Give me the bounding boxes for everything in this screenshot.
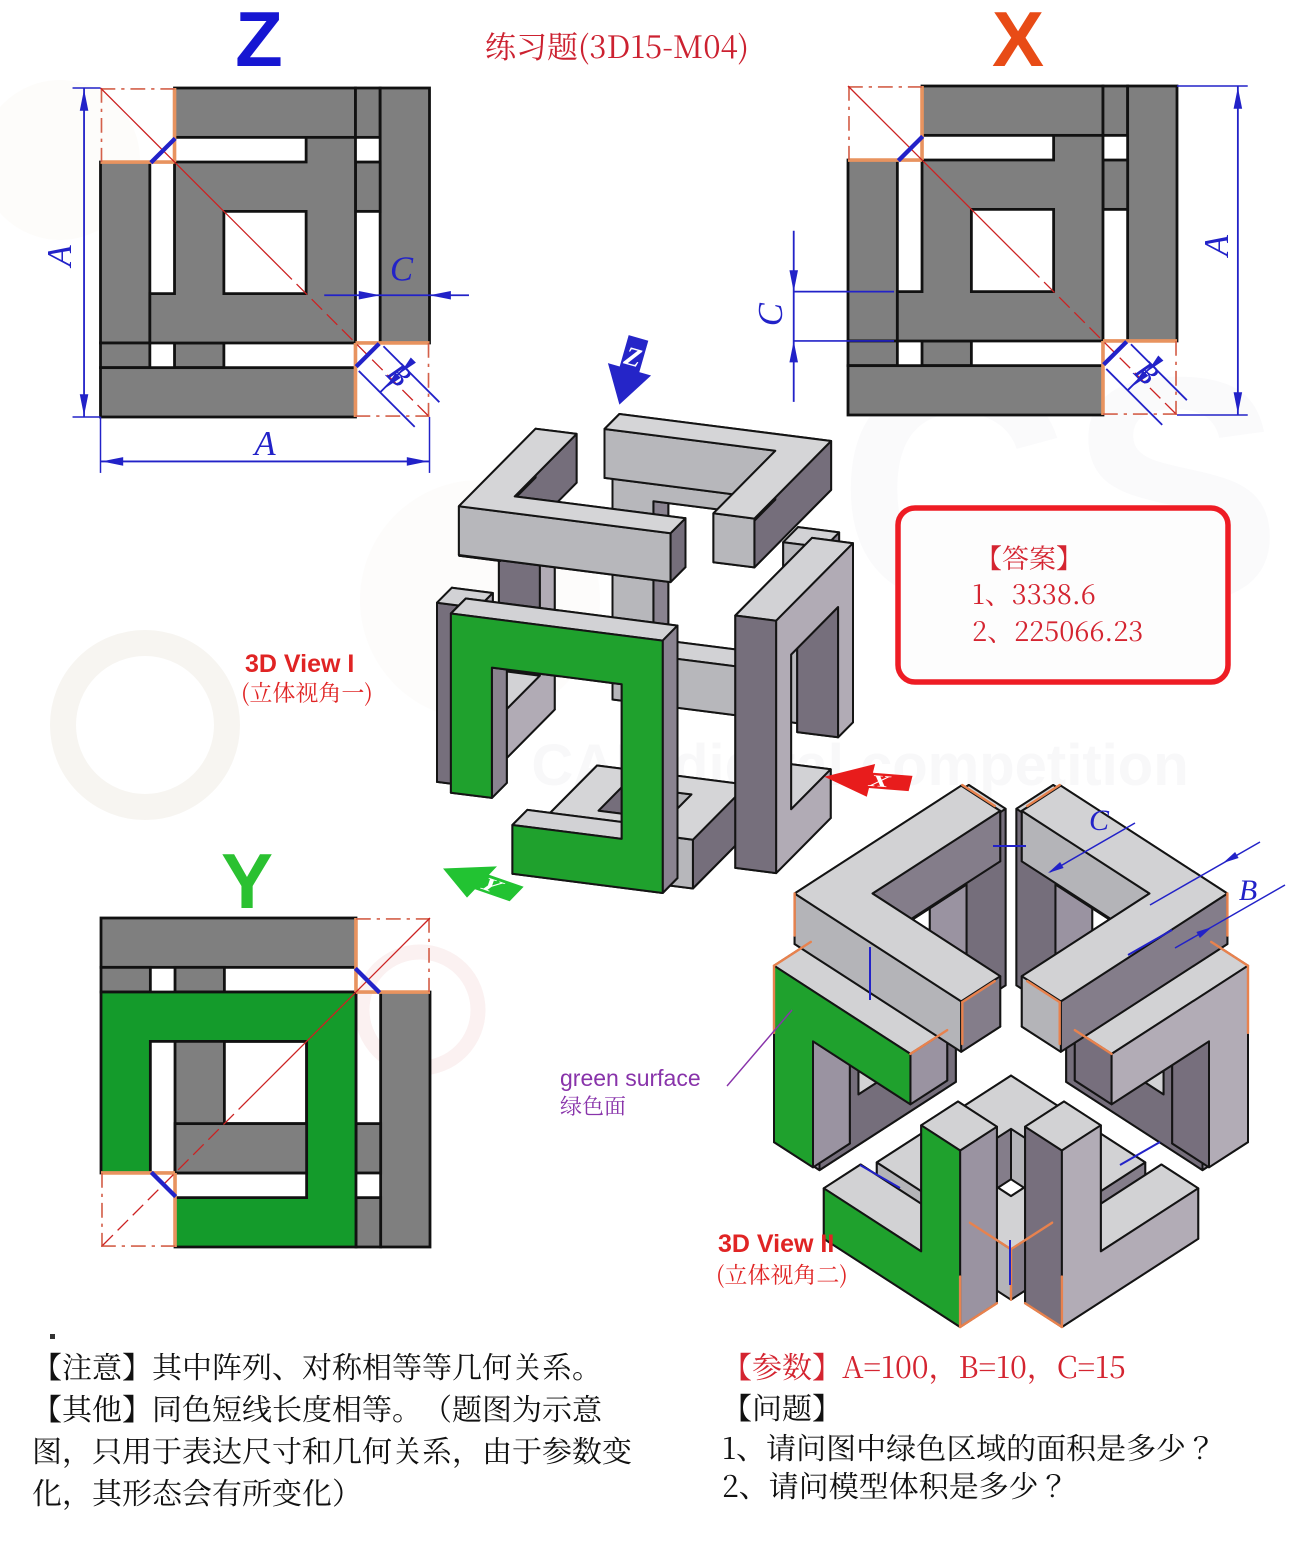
svg-text:X: X [866,771,893,791]
svg-text:Z: Z [235,0,283,83]
svg-text:A: A [252,425,276,463]
svg-text:3D View II: 3D View II [718,1230,834,1258]
svg-text:A: A [1198,234,1236,258]
svg-text:X: X [992,0,1044,83]
svg-text:C: C [1089,804,1110,837]
svg-text:3D View I: 3D View I [245,650,354,678]
svg-text:Y: Y [221,837,273,925]
svg-text:C: C [752,302,790,326]
svg-text:C: C [390,250,414,288]
svg-text:B: B [1239,874,1257,907]
svg-text:A: A [41,244,79,268]
svg-text:green surface: green surface [560,1065,701,1091]
